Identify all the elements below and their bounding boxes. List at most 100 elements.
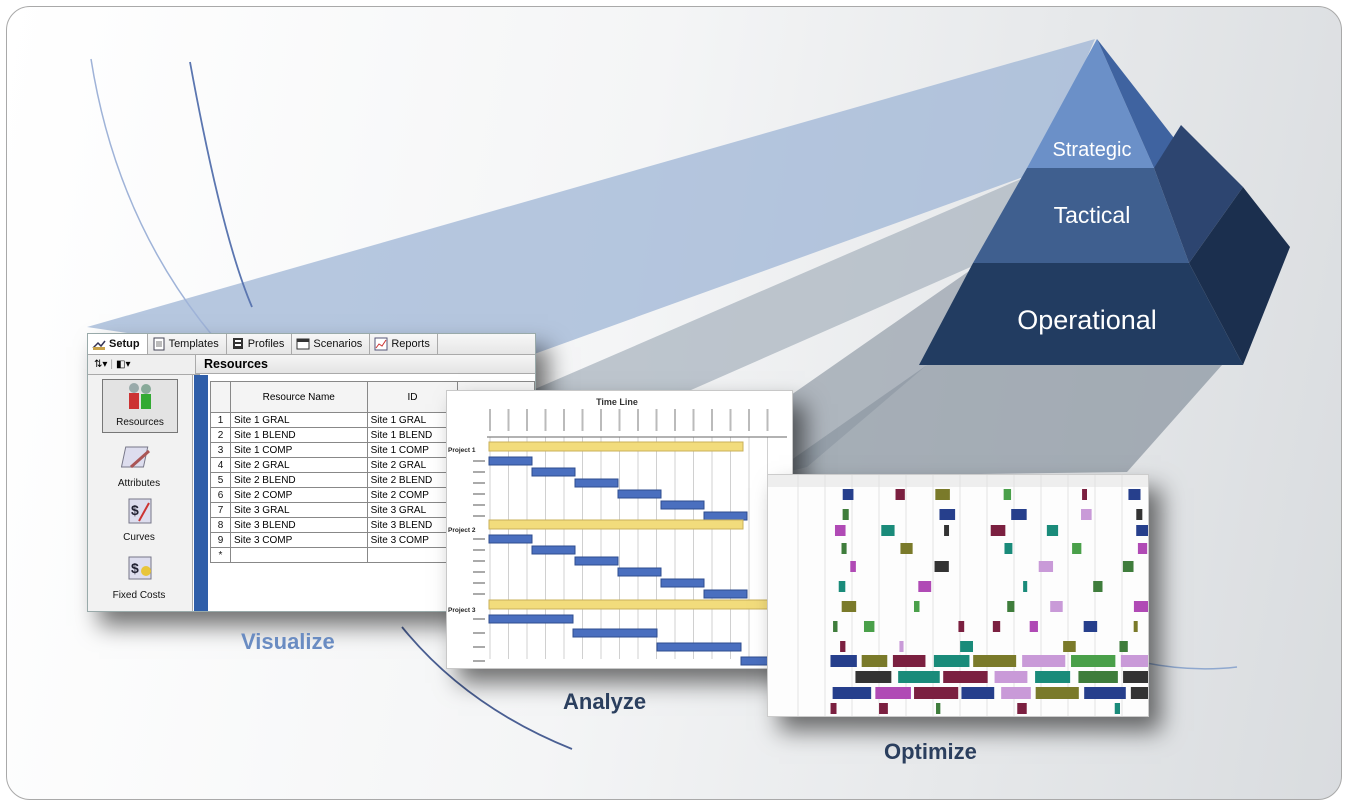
tab-reports[interactable]: Reports [370,334,438,354]
cell-id[interactable]: Site 3 BLEND [366,517,459,533]
schedule-block [855,671,892,683]
sidebar-item-resources[interactable]: Resources [102,379,178,433]
task-bar [488,534,533,544]
schedule-block [1046,525,1059,536]
schedule-block [833,621,838,632]
row-number: 5 [210,472,231,488]
pyramid-label-tactical: Tactical [1053,202,1131,228]
schedule-block [1133,621,1138,632]
cell-resource-name[interactable]: Site 3 GRAL [229,502,368,518]
schedule-block [918,581,932,592]
schedule-block [834,525,846,536]
attributes-pencil-icon [120,446,150,469]
sidebar-item-attributes[interactable]: Attributes [102,441,176,489]
pyramid-strategic-front [1027,39,1154,168]
schedule-block [898,671,940,683]
caption-visualize: Visualize [241,629,335,654]
schedule-block [1137,543,1148,554]
schedule-block [841,543,847,554]
stage-label [473,632,485,634]
pyramid-operational-front [919,263,1243,365]
cell-id[interactable]: Site 3 COMP [366,532,459,548]
pyramid-label-operational: Operational [1017,305,1157,335]
schedule-block [840,641,846,652]
view-layout-icon[interactable]: ◧▾ [116,359,131,370]
cell-resource-name[interactable]: Site 1 BLEND [229,427,368,443]
schedule-block [1081,509,1092,520]
cell-resource-name[interactable]: Site 1 COMP [229,442,368,458]
sidebar-item-fixed-costs[interactable]: $ Fixed Costs [102,553,176,601]
column-header-resource-name[interactable]: Resource Name [229,381,368,413]
date-tick-label [618,409,621,431]
tab-setup[interactable]: Setup [88,334,148,354]
tab-label: Profiles [247,338,285,350]
cell-resource-name[interactable]: Site 2 COMP [229,487,368,503]
cell-resource-name[interactable]: Site 3 BLEND [229,517,368,533]
schedule-block [892,655,926,667]
task-bar [531,467,576,477]
tab-profiles[interactable]: Profiles [227,334,293,354]
date-tick-label [507,409,510,431]
cell-id[interactable]: Site 1 COMP [366,442,459,458]
schedule-block [1035,671,1071,683]
date-tick-label [637,409,639,431]
cell-resource-name[interactable]: Site 1 GRAL [229,412,368,428]
row-number: 4 [210,457,231,473]
cell-empty[interactable] [366,547,459,563]
cell-id[interactable]: Site 1 BLEND [366,427,459,443]
stage-label [473,515,485,517]
schedule-block [1130,687,1148,699]
schedule-block [914,687,959,699]
schedule-block [960,641,974,652]
cell-resource-name[interactable]: Site 2 GRAL [229,457,368,473]
cell-resource-name[interactable]: Site 2 BLEND [229,472,368,488]
scenarios-icon [296,338,310,350]
row-number-header [210,381,231,413]
schedule-block [973,655,1017,667]
schedule-block [863,621,875,632]
task-bar [703,589,748,599]
tab-scenarios[interactable]: Scenarios [292,334,371,354]
schedule-block [936,703,941,714]
schedule-block [838,581,846,592]
cell-id[interactable]: Site 2 BLEND [366,472,459,488]
schedule-block [934,561,949,572]
schedule-block [1136,509,1143,520]
column-header-id[interactable]: ID [366,381,459,413]
schedule-block [1114,703,1121,714]
task-bar [531,545,576,555]
app-tab-bar: Setup Templates Profiles Scenarios Repor… [88,334,535,355]
date-tick-label [692,409,695,431]
stage-label [473,646,485,648]
cell-id[interactable]: Site 2 COMP [366,487,459,503]
tab-label: Setup [109,338,140,350]
schedule-block [1007,601,1015,612]
task-bar [660,500,705,510]
tab-templates[interactable]: Templates [148,334,227,354]
sort-icon[interactable]: ⇅▾ [94,359,108,370]
stage-label [473,460,485,462]
schedule-block [881,525,895,536]
sidebar-item-curves[interactable]: $ Curves [102,495,176,543]
schedule-block [1011,509,1027,520]
toolbar-divider: | [110,359,114,370]
cell-id[interactable]: Site 2 GRAL [366,457,459,473]
schedule-block [1023,581,1028,592]
row-number: 3 [210,442,231,458]
sidebar-item-label: Fixed Costs [112,590,166,601]
schedule-block [994,671,1028,683]
schedule-block [943,671,988,683]
cell-id[interactable]: Site 1 GRAL [366,412,459,428]
stage-label [473,571,485,573]
cell-resource-name[interactable]: Site 3 COMP [229,532,368,548]
schedule-block [842,489,854,500]
resources-people-icon [129,383,151,409]
beam-strategic [87,39,1095,382]
stage-label [473,538,485,540]
schedule-block [879,703,888,714]
schedule-block [913,601,920,612]
cell-empty[interactable] [229,547,368,563]
row-selector-strip [194,375,208,611]
row-number: 2 [210,427,231,443]
cell-id[interactable]: Site 3 GRAL [366,502,459,518]
